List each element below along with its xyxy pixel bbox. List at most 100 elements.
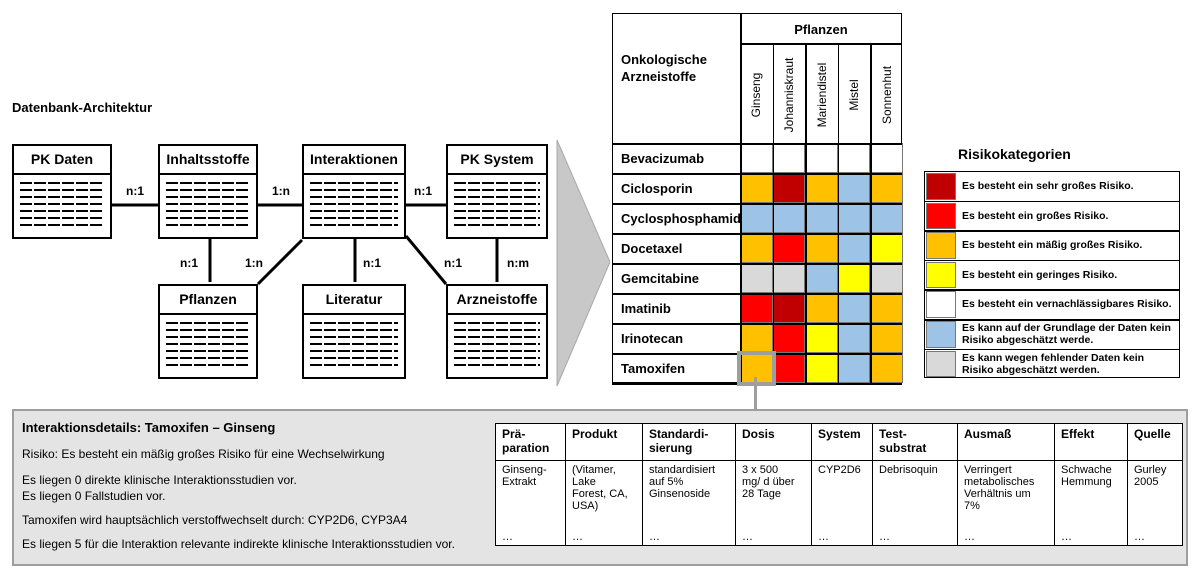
- risk-cell[interactable]: [740, 203, 773, 233]
- db-box-title: Interaktionen: [304, 146, 404, 175]
- risk-cell[interactable]: [870, 203, 903, 233]
- cell-ellipsis: …: [964, 531, 975, 543]
- risk-cell[interactable]: [772, 233, 806, 263]
- relation-label: n:m: [507, 256, 529, 270]
- risk-cell[interactable]: [772, 353, 806, 383]
- header-text: Standardi- sierung: [649, 427, 709, 455]
- risk-cell[interactable]: [805, 203, 838, 233]
- matrix-col-line: [805, 43, 807, 383]
- plant-column-label: Mistel: [847, 79, 862, 111]
- risk-cell[interactable]: [740, 143, 773, 173]
- cell-text: Ginseng- Extrakt: [502, 464, 547, 488]
- col-header-produkt: Produkt: [565, 423, 643, 461]
- risk-cell[interactable]: [805, 233, 838, 263]
- db-box-arzneistoffe: Arzneistoffe: [446, 284, 548, 379]
- risk-cell[interactable]: [740, 323, 773, 353]
- risk-cell[interactable]: [837, 353, 871, 383]
- plant-column-label: Sonnenhut: [879, 65, 894, 125]
- col-header-dosis: Dosis: [735, 423, 812, 461]
- legend-swatch: [926, 350, 956, 378]
- details-table-row[interactable]: Ginseng- Extrakt… (Vitamer, Lake Forest,…: [495, 460, 1183, 546]
- risk-cell[interactable]: [837, 173, 871, 203]
- cell-ellipsis: …: [649, 531, 660, 543]
- cell-ellipsis: …: [818, 531, 829, 543]
- matrix-header-drugs: Onkologische Arzneistoffe: [621, 52, 707, 84]
- drug-row-label[interactable]: Docetaxel: [621, 241, 683, 256]
- risk-cell[interactable]: [870, 143, 903, 173]
- relation-label: n:1: [444, 256, 462, 270]
- risk-cell[interactable]: [772, 143, 806, 173]
- cell-text: CYP2D6: [818, 464, 861, 476]
- legend-label: Es besteht ein sehr großes Risiko.: [962, 180, 1134, 192]
- risk-cell[interactable]: [772, 323, 806, 353]
- risk-cell[interactable]: [837, 203, 871, 233]
- drug-row-label[interactable]: Bevacizumab: [621, 151, 705, 166]
- risk-cell[interactable]: [837, 323, 871, 353]
- matrix-header-line: [740, 43, 902, 45]
- legend-swatch: [926, 291, 956, 318]
- risk-cell[interactable]: [772, 263, 806, 293]
- risk-cell[interactable]: [870, 293, 903, 323]
- relation-label: n:1: [414, 184, 432, 198]
- risk-cell[interactable]: [837, 293, 871, 323]
- drug-row-label[interactable]: Tamoxifen: [621, 361, 686, 376]
- risk-cell[interactable]: [805, 143, 838, 173]
- cell-ellipsis: …: [1134, 531, 1145, 543]
- drug-row-label[interactable]: Imatinib: [621, 301, 671, 316]
- drug-row-label[interactable]: Gemcitabine: [621, 271, 700, 286]
- risk-cell[interactable]: [837, 263, 871, 293]
- legend-frame: [924, 171, 1180, 379]
- legend-swatch: [926, 232, 956, 259]
- risk-cell[interactable]: [772, 293, 806, 323]
- matrix-col-line: [740, 13, 742, 383]
- drug-row-label[interactable]: Ciclosporin: [621, 181, 693, 196]
- details-risk-line: Risiko: Es besteht ein mäßig großes Risi…: [22, 447, 385, 461]
- legend-row-line: [924, 348, 1180, 351]
- risk-cell[interactable]: [870, 353, 903, 383]
- drug-row-label[interactable]: Cyclosphosphamid: [621, 211, 741, 226]
- risk-cell[interactable]: [870, 233, 903, 263]
- risk-cell[interactable]: [740, 233, 773, 263]
- architecture-title: Datenbank-Architektur: [12, 100, 153, 115]
- legend-row-line: [924, 259, 1180, 262]
- cell-ellipsis: …: [742, 531, 753, 543]
- risk-cell[interactable]: [805, 173, 838, 203]
- col-header-praeparation: Prä- paration: [495, 423, 566, 461]
- risk-cell[interactable]: [805, 353, 838, 383]
- db-box-literatur: Literatur: [302, 284, 406, 379]
- risk-cell[interactable]: [837, 233, 871, 263]
- risk-cell[interactable]: [772, 203, 806, 233]
- risk-cell[interactable]: [870, 173, 903, 203]
- risk-cell[interactable]: [805, 263, 838, 293]
- risk-cell[interactable]: [870, 263, 903, 293]
- drug-row-label[interactable]: Irinotecan: [621, 331, 684, 346]
- cell-text: Verringert metabolisches Verhältnis um 7…: [964, 464, 1035, 512]
- header-text: Prä- paration: [502, 427, 550, 455]
- cell-ausmass: Verringert metabolisches Verhältnis um 7…: [957, 460, 1055, 546]
- cell-testsubstrat: Debrisoquin…: [872, 460, 958, 546]
- details-line-metabolism: Tamoxifen wird hauptsächlich verstoffwec…: [22, 513, 408, 527]
- db-table-lines: [166, 322, 250, 371]
- details-study-table: Prä- paration Produkt Standardi- sierung…: [495, 423, 1183, 546]
- matrix-col-line: [772, 43, 775, 383]
- db-table-lines: [20, 182, 104, 231]
- cell-effekt: Schwache Hemmung…: [1054, 460, 1128, 546]
- risk-cell[interactable]: [740, 263, 773, 293]
- legend-row-line: [924, 230, 1180, 232]
- details-line-direct-studies: Es liegen 0 direkte klinische Interaktio…: [22, 473, 297, 487]
- db-box-interaktionen: Interaktionen: [302, 144, 406, 239]
- risk-cell[interactable]: [805, 323, 838, 353]
- cell-ellipsis: …: [502, 531, 513, 543]
- col-header-effekt: Effekt: [1054, 423, 1128, 461]
- risk-cell[interactable]: [805, 293, 838, 323]
- risk-cell[interactable]: [740, 173, 773, 203]
- db-table-lines: [310, 182, 398, 231]
- risk-cell[interactable]: [772, 173, 806, 203]
- db-table-lines: [454, 182, 540, 231]
- risk-cell[interactable]: [870, 323, 903, 353]
- risk-cell[interactable]: [837, 143, 871, 173]
- db-table-lines: [166, 182, 250, 231]
- cell-ellipsis: …: [879, 531, 890, 543]
- relation-label: n:1: [126, 184, 144, 198]
- risk-cell[interactable]: [740, 293, 773, 323]
